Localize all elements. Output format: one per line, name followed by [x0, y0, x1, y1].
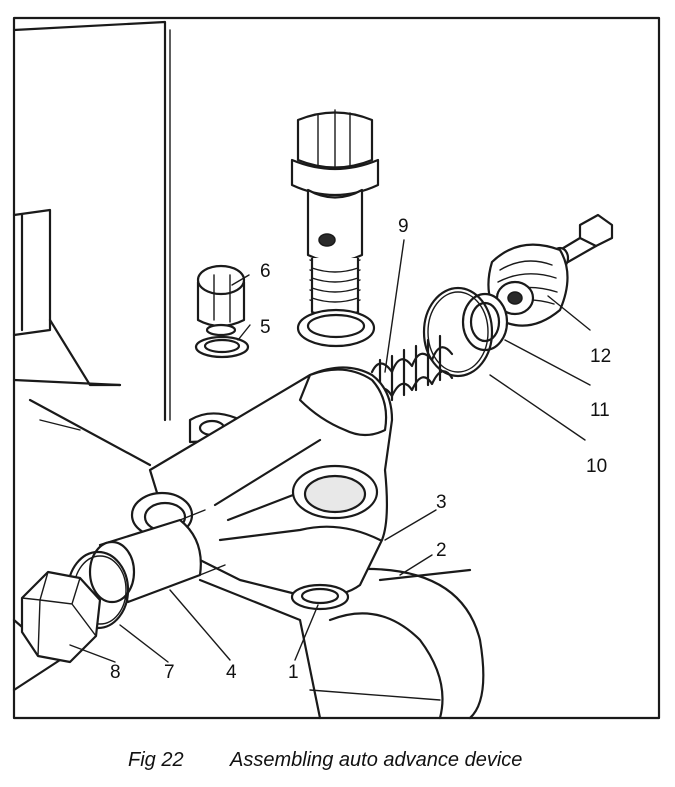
banjo-bolt [290, 109, 380, 348]
figure-title: Assembling auto advance device [230, 749, 523, 771]
leader-lines [69, 239, 591, 663]
callout-4: 4 [226, 662, 237, 683]
callout-12: 12 [590, 346, 611, 367]
washer-part-5 [194, 335, 250, 359]
callout-6: 6 [260, 261, 271, 282]
engine-body [12, 20, 485, 720]
figure-frame [12, 16, 661, 720]
plug-part-8 [20, 570, 102, 664]
callout-3: 3 [436, 492, 447, 513]
cap-nut-part-6 [196, 264, 246, 337]
callout-10: 10 [586, 456, 607, 477]
callout-11: 11 [590, 400, 610, 421]
washer-part-1 [290, 583, 350, 611]
callout-labels: 1 2 3 4 5 6 7 8 9 10 11 12 [110, 216, 611, 683]
callout-2: 2 [436, 540, 447, 561]
callout-9: 9 [398, 216, 409, 237]
callout-1: 1 [288, 662, 299, 683]
end-cap-part-12 [487, 213, 614, 327]
figure-number: Fig 22 [128, 749, 184, 771]
callout-5: 5 [260, 317, 271, 338]
washer-part-11 [461, 292, 509, 352]
o-ring-part-10 [422, 286, 494, 378]
callout-7: 7 [164, 662, 175, 683]
callout-8: 8 [110, 662, 121, 683]
